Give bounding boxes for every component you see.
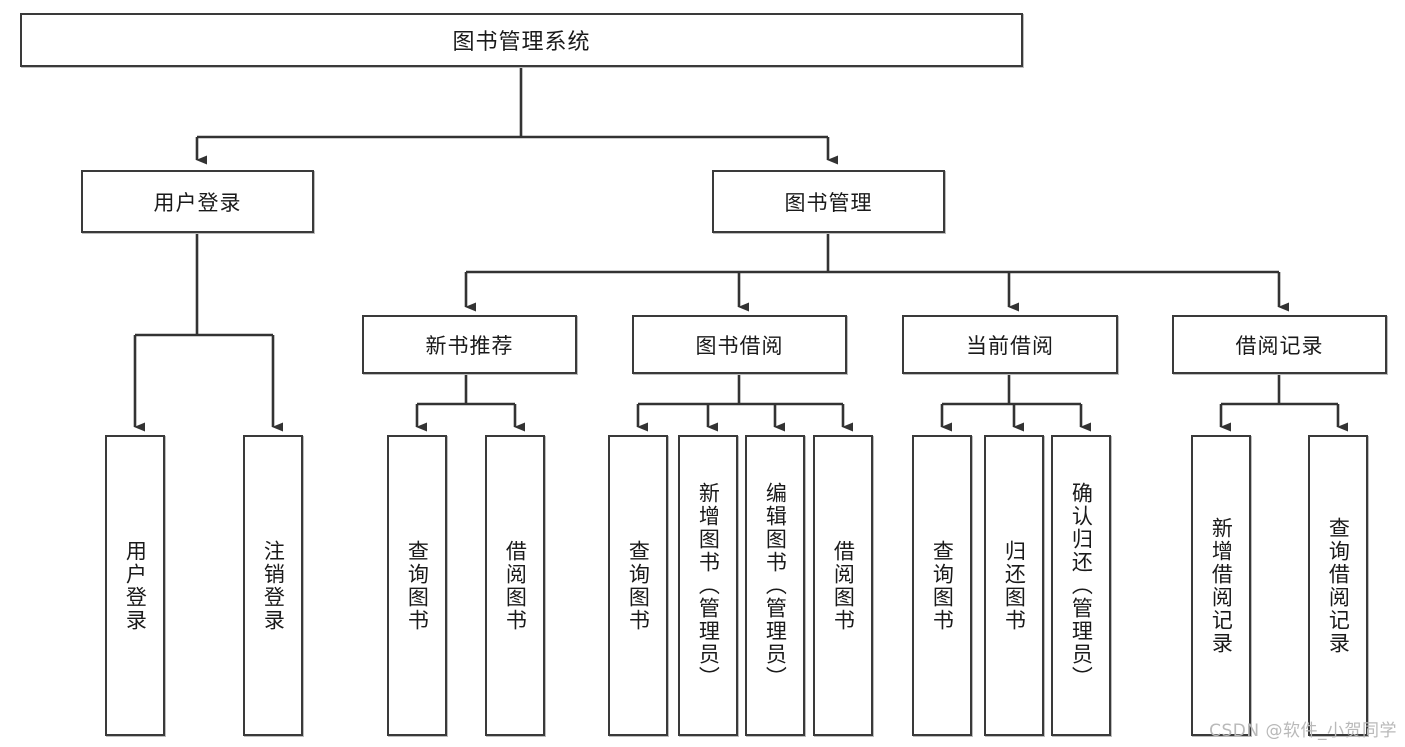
node-leaf-edit-book-label: 编辑图书（管理员） [763,482,788,689]
node-leaf-return-book-label: 归还图书 [1002,539,1027,632]
node-leaf-query-book-rec[interactable]: 查询图书 [387,435,447,736]
node-leaf-add-book-label: 新增图书（管理员） [696,482,721,689]
node-leaf-add-book[interactable]: 新增图书（管理员） [678,435,738,736]
node-new-book-recommend-label: 新书推荐 [425,333,514,358]
node-leaf-edit-book[interactable]: 编辑图书（管理员） [745,435,805,736]
node-borrow-record-label: 借阅记录 [1235,333,1324,358]
node-current-borrow-label: 当前借阅 [966,333,1054,358]
node-leaf-query-record[interactable]: 查询借阅记录 [1308,435,1368,736]
node-leaf-query-book-cur[interactable]: 查询图书 [912,435,972,736]
node-leaf-borrow-book-label: 借阅图书 [831,539,856,632]
node-leaf-user-logout[interactable]: 注销登录 [243,435,303,736]
node-user-login[interactable]: 用户登录 [81,170,314,233]
node-book-manage-label: 图书管理 [784,190,873,215]
node-leaf-borrow-book-rec-label: 借阅图书 [503,539,528,632]
node-book-borrow[interactable]: 图书借阅 [632,315,847,374]
node-book-manage[interactable]: 图书管理 [712,170,945,233]
node-leaf-query-record-label: 查询借阅记录 [1326,516,1351,655]
node-leaf-return-book[interactable]: 归还图书 [984,435,1044,736]
node-leaf-query-book-rec-label: 查询图书 [405,539,430,632]
node-leaf-confirm-return[interactable]: 确认归还（管理员） [1051,435,1111,736]
node-leaf-query-book-borrow[interactable]: 查询图书 [608,435,668,736]
node-root[interactable]: 图书管理系统 [20,13,1023,67]
node-leaf-query-book-cur-label: 查询图书 [930,539,955,632]
node-current-borrow[interactable]: 当前借阅 [902,315,1118,374]
node-leaf-user-login[interactable]: 用户登录 [105,435,165,736]
node-borrow-record[interactable]: 借阅记录 [1172,315,1387,374]
node-leaf-add-record-label: 新增借阅记录 [1209,516,1234,655]
node-root-label: 图书管理系统 [452,30,591,55]
node-user-login-label: 用户登录 [153,190,242,215]
node-new-book-recommend[interactable]: 新书推荐 [362,315,577,374]
node-leaf-confirm-return-label: 确认归还（管理员） [1069,482,1094,689]
node-leaf-user-logout-label: 注销登录 [261,539,286,632]
node-leaf-borrow-book[interactable]: 借阅图书 [813,435,873,736]
node-leaf-user-login-label: 用户登录 [123,539,148,632]
node-leaf-borrow-book-rec[interactable]: 借阅图书 [485,435,545,736]
node-leaf-add-record[interactable]: 新增借阅记录 [1191,435,1251,736]
node-leaf-query-book-borrow-label: 查询图书 [626,539,651,632]
node-book-borrow-label: 图书借阅 [695,333,784,358]
